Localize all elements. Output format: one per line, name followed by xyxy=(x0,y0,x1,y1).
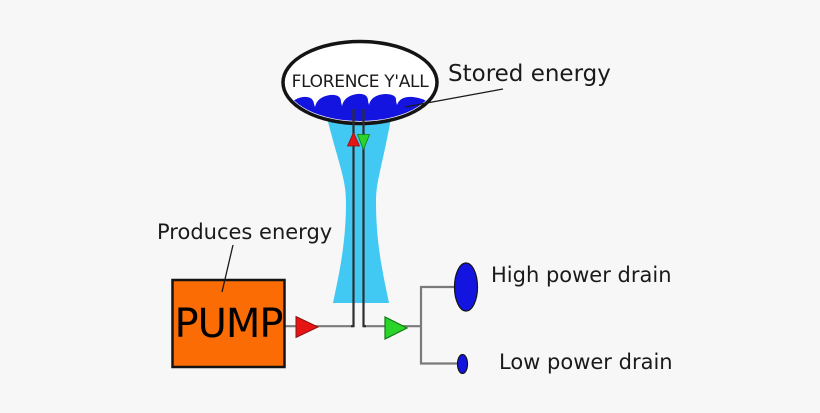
stored-energy-leader-line xyxy=(404,88,504,108)
high-power-drain-label: High power drain xyxy=(491,263,672,287)
high-power-drain-ellipse xyxy=(453,262,479,312)
pump-box xyxy=(171,278,286,369)
low-power-drain-label: Low power drain xyxy=(499,350,673,374)
tank-outlet-pipe xyxy=(362,109,366,328)
low-power-drain-ellipse xyxy=(456,353,469,375)
pipe-up-flow-arrow-icon xyxy=(346,131,361,147)
produces-energy-label: Produces energy xyxy=(157,220,333,244)
stored-energy-label: Stored energy xyxy=(448,61,611,87)
tower-column xyxy=(327,118,391,303)
drain-flow-arrow-icon xyxy=(384,316,409,340)
pump-riser-pipe xyxy=(351,109,355,328)
pipe-down-flow-arrow-icon xyxy=(356,134,371,151)
pump-label: PUMP xyxy=(174,300,283,347)
produces-energy-leader-line xyxy=(221,244,234,293)
tank-name-label: FLORENCE Y'ALL xyxy=(291,72,429,92)
pump-flow-arrow-icon xyxy=(295,315,320,339)
